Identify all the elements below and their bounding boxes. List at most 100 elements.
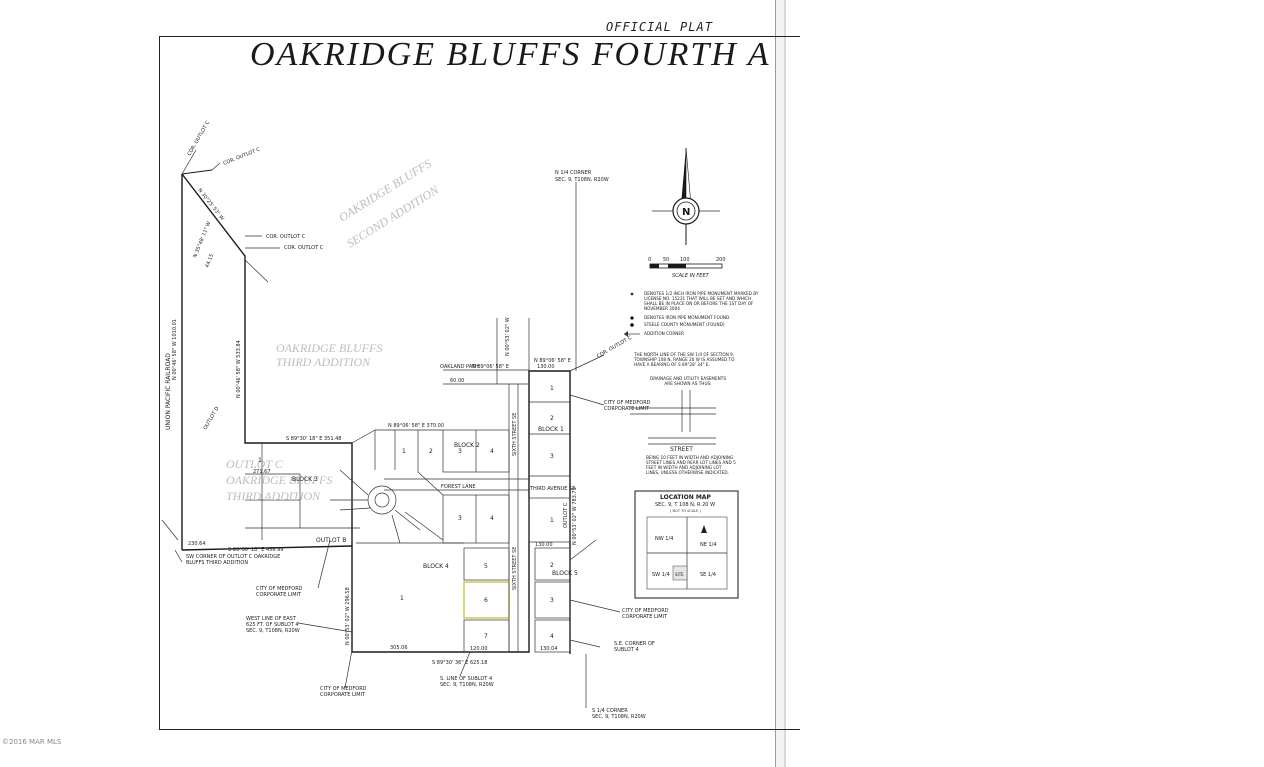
third-addition-b: THIRD ADDITION: [276, 355, 371, 369]
dim-783: N 00°53' 02" W 783.71: [572, 487, 578, 545]
forest-lane: FOREST LANE: [441, 484, 475, 490]
cor-outlot-c-4: COR. OUTLOT C: [187, 120, 212, 157]
lot-7-block-4: 7: [484, 633, 488, 640]
blank-page: [786, 0, 1264, 767]
outer-boundary: [161, 169, 571, 654]
street-labels: OAKLAND PATH FOREST LANE THIRD AVENUE SE…: [440, 364, 575, 590]
lot-6-block-4: 6: [484, 597, 488, 604]
se-corner-label: S.E. CORNER OF: [614, 641, 655, 647]
dim-130: 130.00: [537, 364, 555, 370]
dim-296: N 00°53' 02" W 296.58: [345, 587, 351, 645]
location-map-nts: ( NOT TO SCALE ): [670, 509, 701, 513]
cor-outlot-c-3: COR. OUTLOT C: [223, 146, 262, 166]
dim-625: S 89°30' 36" E 625.18: [432, 660, 487, 666]
lot-1-block-5: 1: [550, 517, 554, 524]
dim-4415: 44.15: [204, 253, 215, 269]
plat-border: [159, 36, 800, 730]
quarter-se: SE 1/4: [700, 572, 716, 578]
lot-4-block-4: 4: [490, 515, 494, 522]
dim-oak60: N 89°06' 58" E: [472, 364, 509, 370]
s-quarter-sec: SEC. 9, T108N, R20W: [592, 714, 646, 720]
location-map-text: LOCATION MAP SEC. 9, T 108 N, R 20 W ( N…: [652, 494, 717, 578]
s-quarter-corner: S 1/4 CORNER: [592, 708, 628, 714]
lot-1-block-2: 1: [402, 448, 406, 455]
outlot-c-addition-c: THIRD ADDITION: [226, 489, 321, 503]
plat-title: OAKRIDGE BLUFFS FOURTH A: [250, 36, 771, 73]
dim-s355: N 00°53' 02" W: [505, 317, 511, 356]
quarter-sw: SW 1/4: [652, 572, 670, 578]
lot-3-block-5: 3: [550, 597, 554, 604]
sixth-street-1: SIXTH STREET SE: [512, 413, 518, 456]
dim-230: 230.64: [188, 541, 206, 547]
n-quarter-corner: N 1/4 CORNER: [555, 170, 592, 176]
lot-3-block-1: 3: [550, 453, 554, 460]
lot-4-block-5: 4: [550, 633, 554, 640]
lot-3-block-2: 3: [458, 448, 462, 455]
block-3: BLOCK 3: [292, 476, 318, 483]
legend-symbols: [624, 292, 716, 445]
lot-2-block-2: 2: [429, 448, 433, 455]
scale-bar: [649, 263, 723, 269]
city-limit-4: CITY OF MEDFORD: [320, 686, 367, 692]
easement-title: DRAINAGE AND UTILITY EASEMENTS ARE SHOWN…: [649, 376, 727, 386]
legend-monument-1: DENOTES 1/2 INCH IRON PIPE MONUMENT MARK…: [644, 291, 759, 311]
lot-2-block-1: 2: [550, 415, 554, 422]
railroad-label: UNION PACIFIC RAILROAD: [165, 353, 172, 430]
location-site: SITE: [675, 572, 684, 577]
sixth-street-2: SIXTH STREET SE: [512, 547, 518, 590]
dim-456: S 89°30' 18" E 456.99: [228, 547, 283, 553]
city-limit-3: CITY OF MEDFORD: [256, 586, 303, 592]
outlot-b: OUTLOT B: [316, 537, 346, 544]
city-limit-1b: CORPORATE LIMIT: [604, 406, 650, 412]
bearing-note: THE NORTH LINE OF THE SW 1/4 OF SECTION …: [634, 352, 735, 367]
n-quarter-sec: SEC. 9, T108N, R20W: [555, 177, 609, 183]
scale-caption: SCALE IN FEET: [672, 273, 710, 279]
lot-1-block-4: 1: [400, 595, 404, 602]
dim-533: N 00°46' 58" W 533.84: [236, 340, 242, 398]
west-line-label-c: SEC. 9, T108N, R20W: [246, 628, 300, 634]
third-addition: OAKRIDGE BLUFFS: [276, 341, 382, 355]
location-map-title: LOCATION MAP: [660, 494, 711, 501]
official-plat-stamp: OFFICIAL PLAT: [606, 20, 713, 34]
lot-1-block-1: 1: [550, 385, 554, 392]
outlot-c-addition-b: OAKRIDGE BLUFFS: [226, 473, 332, 487]
city-limit-2: CITY OF MEDFORD: [622, 608, 669, 614]
dim-1010: N 00°46' 58" W 1010.01: [172, 319, 178, 380]
cor-outlot-c-2: COR. OUTLOT C: [284, 245, 324, 251]
addition-labels: OAKRIDGE BLUFFS SECOND ADDITION OAKRIDGE…: [226, 156, 442, 503]
dim-1300: 130.00: [535, 542, 553, 548]
lot-1-block-3: 1: [258, 457, 262, 464]
lot-lines: [245, 318, 571, 653]
plat-map: N N 1/4 CORNER SEC. 9, T108N, R20W S 1/4…: [161, 120, 739, 720]
lot-4-block-2: 4: [490, 448, 494, 455]
dim-n35: N 35°48' 11" W: [192, 221, 212, 259]
block-1: BLOCK 1: [538, 426, 564, 433]
watermark: ©2016 MAR MLS: [2, 738, 62, 746]
cor-outlot-c-5: COR. OUTLOT C: [596, 335, 633, 360]
quarter-ne: NE 1/4: [700, 542, 717, 548]
dim-13004: 130.04: [540, 646, 558, 652]
location-map-subtitle: SEC. 9, T 108 N, R 20 W: [655, 502, 715, 508]
scale-tick-200: 200: [716, 257, 726, 263]
lot-3-block-4: 3: [458, 515, 462, 522]
svg-text:N: N: [682, 207, 690, 218]
oakland-path: OAKLAND PATH: [440, 364, 479, 370]
lot-2-block-5: 2: [550, 562, 554, 569]
sheet-edge: [775, 0, 784, 767]
quarter-nw: NW 1/4: [655, 536, 673, 542]
dim-271: 271.67: [253, 469, 271, 475]
block-2: BLOCK 2: [454, 442, 480, 449]
sw-corner-label-b: BLUFFS THIRD ADDITION: [186, 560, 248, 566]
outlot-c-rotated: OUTLOT C: [563, 502, 569, 528]
legend-monument-2: DENOTES IRON PIPE MONUMENT FOUND.: [644, 315, 731, 320]
scale-tick-0: 0: [648, 257, 651, 263]
block-4: BLOCK 4: [423, 563, 449, 570]
outlot-d: OUTLOT D: [203, 406, 221, 431]
lot-numbers: 1 2 3 1 2 3 4 3 4 5 6 7 1 1 2 3 4 1: [258, 385, 554, 640]
west-line-label: WEST LINE OF EAST: [246, 616, 297, 622]
se-corner-label-b: SUBLOT 4: [614, 647, 639, 653]
dim-351: S 89°30' 18" E 351.48: [286, 436, 341, 442]
block-5: BLOCK 5: [552, 570, 578, 577]
legend-addition-corner: ADDITION CORNER: [644, 331, 684, 336]
city-limit-3b: CORPORATE LIMIT: [256, 592, 302, 598]
